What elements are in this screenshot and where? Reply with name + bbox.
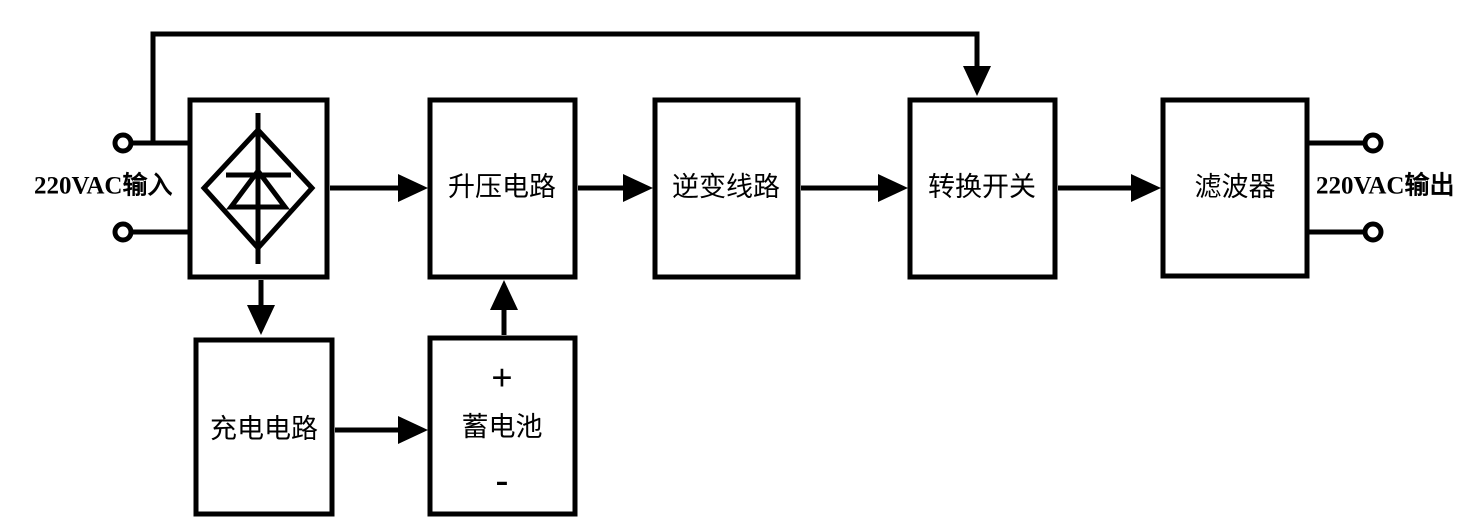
- connection-rectifier-to-boost: [330, 174, 428, 202]
- input-terminal-top[interactable]: [112, 132, 134, 154]
- boost-box: [427, 97, 578, 280]
- input-terminals-group: [112, 132, 192, 243]
- block-filter[interactable]: 滤波器: [1160, 97, 1310, 279]
- battery-negative-sign: -: [496, 460, 509, 502]
- charger-label: 充电电路: [210, 414, 318, 444]
- block-charger-circuit[interactable]: 充电电路: [193, 337, 335, 517]
- filter-label: 滤波器: [1195, 172, 1276, 202]
- output-terminal-bottom[interactable]: [1362, 221, 1384, 243]
- arrowhead-inverter-transfer-icon: [878, 174, 908, 202]
- arrowhead-battery-boost-icon: [490, 280, 518, 310]
- boost-label: 升压电路: [448, 172, 556, 202]
- block-boost-circuit[interactable]: 升压电路: [427, 97, 578, 280]
- connection-boost-to-inverter: [578, 174, 653, 202]
- filter-box: [1160, 97, 1310, 279]
- arrowhead-charger-battery-icon: [398, 416, 428, 444]
- battery-box: [427, 335, 578, 517]
- output-terminals-group: [1305, 132, 1384, 243]
- block-transfer-switch[interactable]: 转换开关: [907, 97, 1058, 280]
- inverter-label: 逆变线路: [672, 172, 780, 202]
- input-terminal-bottom[interactable]: [112, 221, 134, 243]
- arrowhead-boost-inverter-icon: [623, 174, 653, 202]
- connection-bypass-input-to-transfer-switch: [150, 31, 991, 143]
- output-label: 220VAC输出: [1316, 171, 1454, 200]
- input-label: 220VAC输入: [34, 171, 172, 200]
- transfer-switch-label: 转换开关: [928, 172, 1036, 202]
- connection-inverter-to-transfer-switch: [801, 174, 908, 202]
- bridge-rectifier-diode-triangle-icon: [226, 166, 290, 210]
- battery-label: 蓄电池: [462, 412, 543, 442]
- output-terminal-top[interactable]: [1362, 132, 1384, 154]
- block-battery[interactable]: + 蓄电池 -: [427, 335, 578, 517]
- arrowhead-transfer-filter-icon: [1131, 174, 1161, 202]
- charger-box: [193, 337, 335, 517]
- block-inverter-circuit[interactable]: 逆变线路: [652, 97, 801, 280]
- bypass-wire: [150, 31, 980, 143]
- connection-rectifier-to-charger: [247, 280, 275, 335]
- battery-positive-sign: +: [491, 358, 513, 400]
- connection-transfer-switch-to-filter: [1058, 174, 1161, 202]
- arrowhead-rectifier-boost-icon: [398, 174, 428, 202]
- block-rectifier[interactable]: [187, 97, 330, 280]
- inverter-box: [652, 97, 801, 280]
- transfer-switch-box: [907, 97, 1058, 280]
- bypass-arrowhead-icon: [963, 66, 991, 96]
- connection-battery-to-boost: [490, 280, 518, 335]
- arrowhead-rectifier-charger-icon: [247, 305, 275, 335]
- connection-charger-to-battery: [335, 416, 428, 444]
